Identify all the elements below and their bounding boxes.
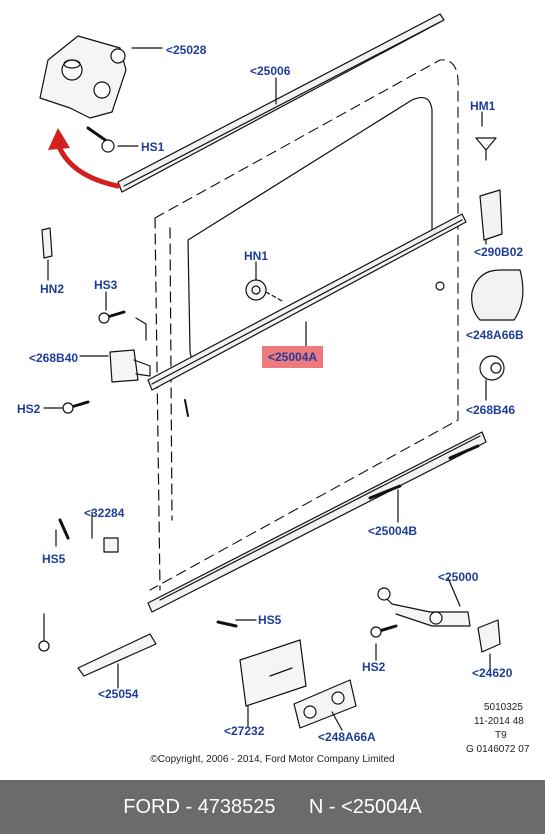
screw-hs5-left — [58, 518, 70, 540]
footer-brand: FORD — [123, 795, 180, 818]
meta-line-2: 11-2014 48 — [474, 716, 524, 727]
nut-hn1 — [245, 279, 267, 301]
label-290b02: <290B02 — [474, 245, 524, 259]
sleeve-32284 — [103, 537, 119, 553]
bracket-25054 — [77, 633, 157, 677]
label-hs2-right: HS2 — [362, 660, 386, 674]
block-290b02 — [479, 189, 503, 241]
label-hs2-left: HS2 — [17, 402, 41, 416]
roller-268b46 — [479, 355, 505, 381]
label-25028: <25028 — [166, 43, 207, 57]
label-268b40: <268B40 — [29, 351, 79, 365]
bracket-25028 — [39, 35, 127, 119]
bumper-248a66b — [471, 269, 524, 321]
pin-hm1 — [475, 137, 497, 151]
handle-slot — [184, 399, 189, 417]
label-hm1: HM1 — [470, 99, 496, 113]
red-arrow — [55, 141, 121, 189]
rail-25006 — [117, 13, 445, 193]
bolt-hs1 — [86, 126, 110, 144]
label-32284: <32284 — [84, 506, 125, 520]
parts-diagram — [38, 13, 524, 731]
red-arrow-head — [48, 128, 70, 150]
label-hs5-left: HS5 — [42, 552, 66, 566]
label-24620: <24620 — [472, 666, 513, 680]
label-25054: <25054 — [98, 687, 139, 701]
footer-reference: N - <25004A — [308, 795, 422, 818]
label-27232: <27232 — [224, 724, 265, 738]
block-27232 — [239, 639, 307, 707]
label-25006: <25006 — [250, 64, 291, 78]
label-25004a-highlighted: <25004A — [262, 346, 324, 368]
door-panel-outline — [149, 59, 459, 591]
rail-25004b — [147, 431, 487, 613]
lock-hole — [435, 281, 445, 291]
meta-line-4: G 0146072 07 — [466, 744, 530, 755]
label-hn1: HN1 — [244, 249, 269, 263]
clip-hn2 — [41, 227, 53, 259]
door-panel-left-edge — [154, 217, 161, 591]
arm-25000 — [379, 591, 471, 627]
label-hs1: HS1 — [141, 140, 165, 154]
hinge-268b40 — [109, 349, 139, 383]
footer-part-number: 4738525 — [197, 795, 276, 818]
label-25004b: <25004B — [368, 524, 418, 538]
copyright-text: ©Copyright, 2006 - 2014, Ford Motor Comp… — [150, 754, 395, 765]
label-268b46: <268B46 — [466, 403, 516, 417]
label-hs5-mid: HS5 — [258, 613, 282, 627]
label-hs3: HS3 — [94, 278, 118, 292]
label-248a66b: <248A66B — [466, 328, 524, 342]
label-248a66a: <248A66A — [318, 730, 376, 744]
plate-24620 — [477, 619, 501, 653]
label-25000: <25000 — [438, 570, 479, 584]
label-hn2: HN2 — [40, 282, 65, 296]
meta-line-3: T9 — [495, 730, 507, 741]
footer-bar: FORD - 4738525 N - <25004A — [0, 780, 545, 834]
meta-line-1: 5010325 — [484, 702, 523, 713]
screw-hs5-mid — [216, 620, 238, 628]
